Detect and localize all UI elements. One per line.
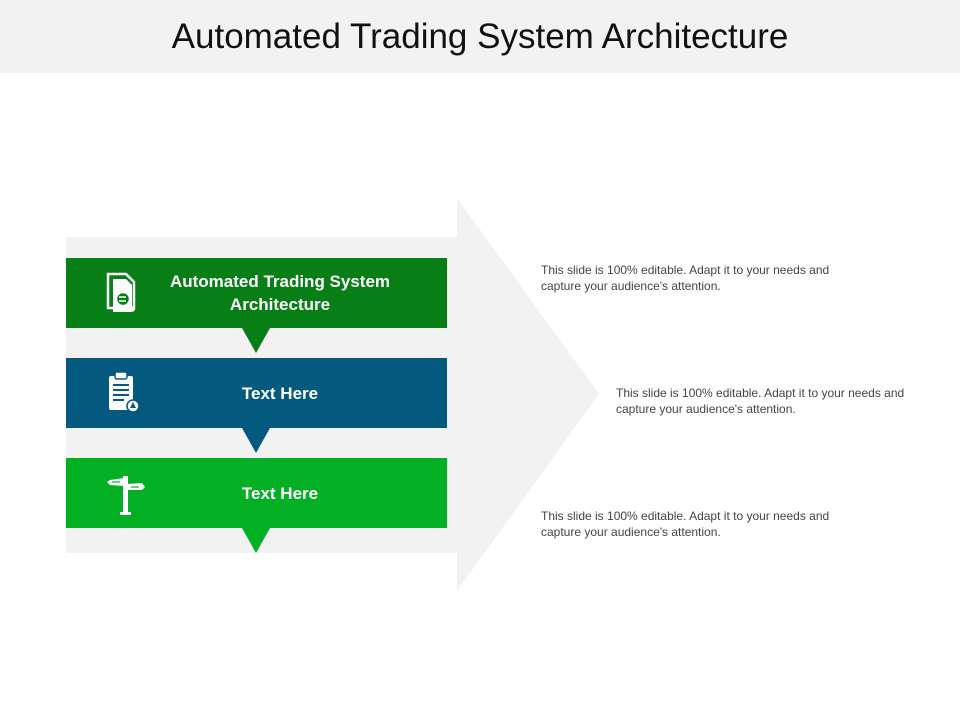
step-description-1: This slide is 100% editable. Adapt it to… xyxy=(541,263,830,293)
step-description-2: This slide is 100% editable. Adapt it to… xyxy=(616,386,905,416)
step-band-2: Text Here xyxy=(66,358,447,428)
step-pointer-3 xyxy=(242,528,270,553)
document-search-icon xyxy=(106,272,136,312)
title-bar: Automated Trading System Architecture xyxy=(0,0,960,73)
step-label-2: Text Here xyxy=(241,383,319,403)
slide-title: Automated Trading System Architecture xyxy=(171,16,789,56)
step-description-3: This slide is 100% editable. Adapt it to… xyxy=(541,509,830,539)
signpost-icon xyxy=(107,476,145,515)
clipboard-icon xyxy=(109,371,140,413)
step-pointer-2 xyxy=(242,428,270,453)
step-band-3: Text Here xyxy=(66,458,447,528)
step-pointer-1 xyxy=(242,328,270,353)
step-band-1: Automated Trading System Architecture xyxy=(66,258,447,328)
step-label-1: Automated Trading System Architecture xyxy=(169,272,391,314)
step-label-3: Text Here xyxy=(241,483,319,503)
